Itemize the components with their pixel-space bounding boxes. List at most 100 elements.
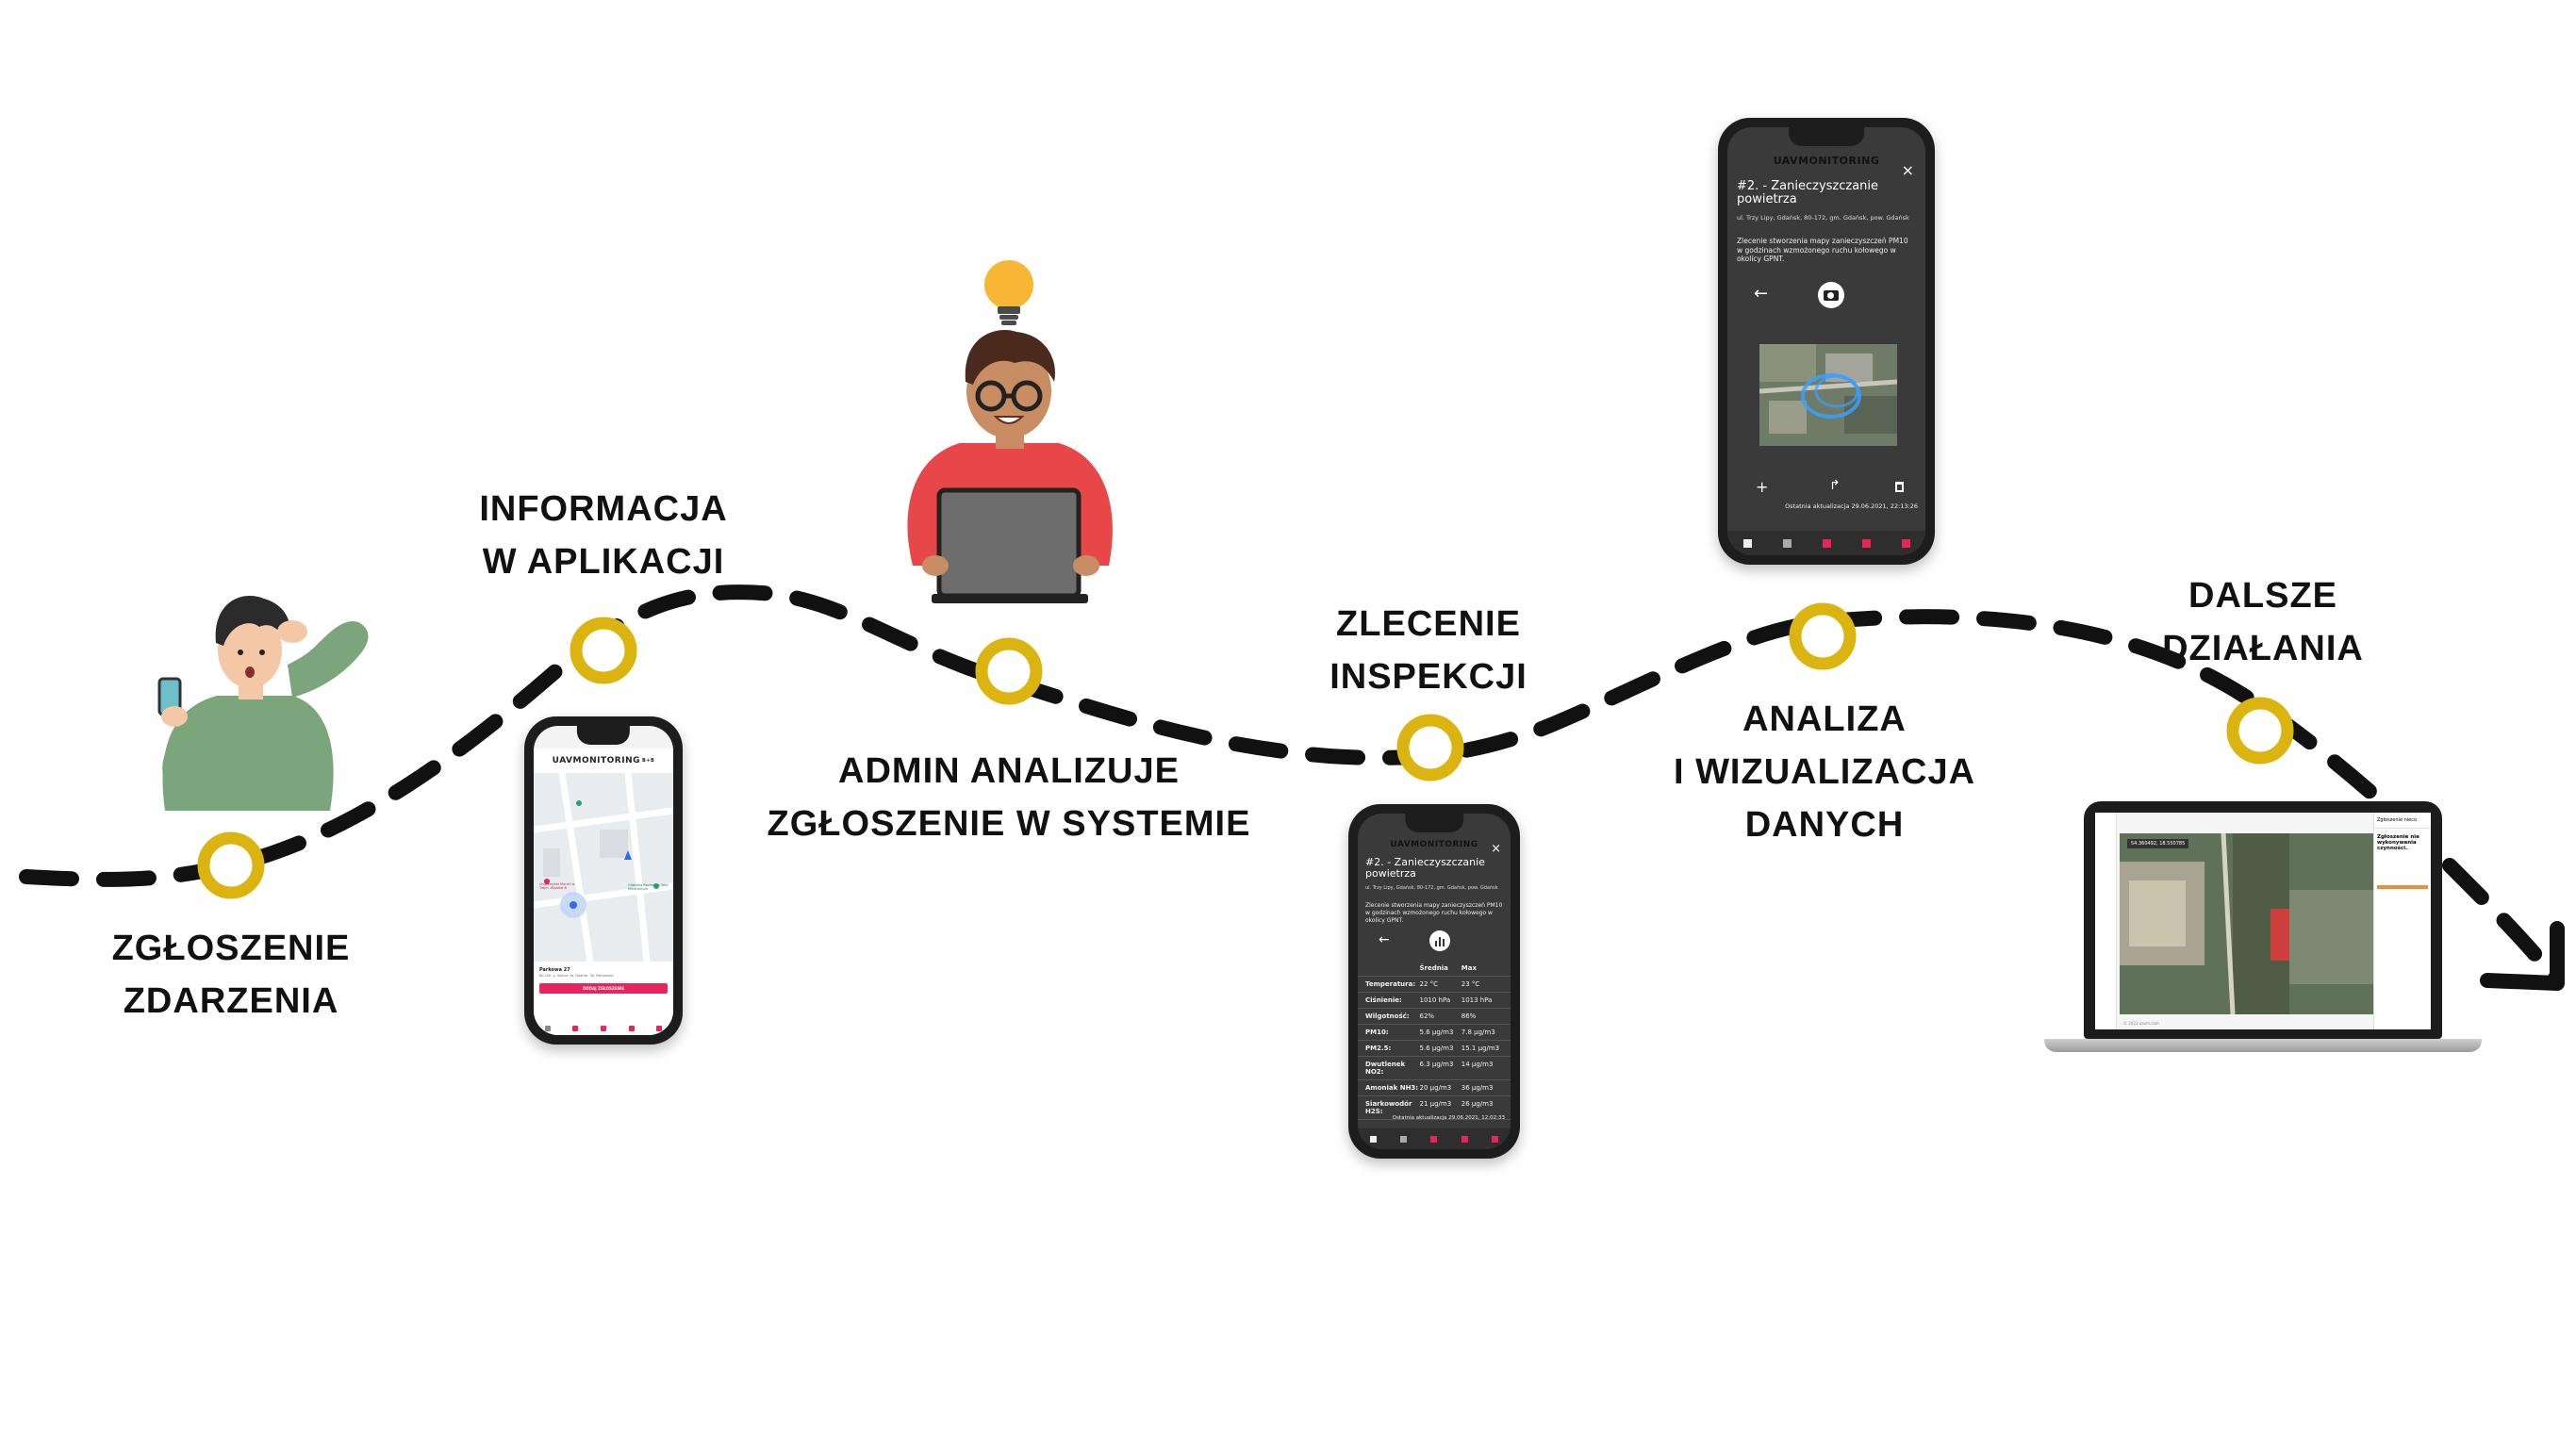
stage-label-line: ZDARZENIA — [123, 981, 339, 1021]
app-logo: UAVMONITORING — [1773, 155, 1880, 167]
coordinates-readout: 54.360492, 18.550785 — [2127, 839, 2189, 848]
table-cell: Temperatura: — [1365, 980, 1416, 988]
stage-marker-dalsze — [2226, 697, 2294, 765]
laptop-base — [2044, 1039, 2482, 1052]
list-tab-icon[interactable] — [1400, 1135, 1408, 1143]
app-phone-analysis: UAVMONITORING × #2. - Zanieczyszczanie p… — [1718, 118, 1935, 565]
poi-pin-icon[interactable] — [544, 879, 550, 884]
table-cell: 5.6 μg/m3 — [1419, 1028, 1454, 1036]
arrow-head-icon — [2480, 921, 2565, 991]
poi-pin-icon[interactable] — [653, 883, 659, 889]
admin-person-illustration — [907, 260, 1113, 603]
footer-text: © 2021 uavm.com — [2123, 1021, 2159, 1026]
table-cell: 1013 hPa — [1461, 996, 1493, 1004]
poi-pin-icon[interactable] — [576, 800, 582, 806]
location-pin-icon[interactable] — [624, 850, 632, 860]
last-updated: Ostatnia aktualizacja 29.06.2021, 22:13:… — [1785, 502, 1918, 510]
table-cell: Amoniak NH3: — [1365, 1084, 1419, 1092]
stage-label-informacja: INFORMACJA W APLIKACJI — [453, 483, 754, 588]
highlighted-area[interactable] — [2271, 909, 2289, 961]
chart-icon[interactable] — [1429, 930, 1450, 951]
table-cell: 21 μg/m3 — [1419, 1100, 1452, 1108]
table-cell: 1010 hPa — [1419, 996, 1451, 1004]
app-logo: UAVMONITORING — [1390, 840, 1478, 849]
map-tab-icon[interactable] — [1369, 1135, 1377, 1143]
close-icon[interactable]: × — [1901, 161, 1914, 179]
stage-label-line: INFORMACJA — [479, 489, 728, 529]
dashboard-details-panel: Zgłoszenie nieco Zgłoszenie nie wykonywa… — [2373, 813, 2431, 1029]
phone-screen: UAVMONITORING B+B Uniwersytet Morski w T… — [534, 726, 673, 1035]
trash-icon[interactable] — [1895, 482, 1904, 492]
drone-tab-icon[interactable] — [1430, 1135, 1438, 1143]
table-header-cell: Średnia — [1419, 964, 1448, 972]
phone-notch — [1789, 127, 1864, 146]
stage-label-line: ANALIZA — [1742, 699, 1907, 739]
stage-label-zlecenie: ZLECENIE INSPEKCJI — [1282, 598, 1575, 703]
settings-tab-icon[interactable] — [628, 1026, 635, 1031]
stage-marker-analiza — [1789, 602, 1857, 670]
stage-label-line: DZIAŁANIA — [2162, 629, 2364, 668]
map-tab-icon[interactable] — [1742, 538, 1752, 548]
map-tab-icon[interactable] — [544, 1026, 551, 1031]
poi-label: Gdańska Rozlewnia Wód Mineralnych — [628, 883, 669, 891]
panel-title: Zgłoszenie nieco — [2374, 813, 2431, 829]
list-tab-icon[interactable] — [572, 1026, 579, 1031]
camera-icon[interactable] — [1818, 282, 1844, 308]
drone-tab-icon[interactable] — [600, 1026, 606, 1031]
list-tab-icon[interactable] — [1782, 538, 1792, 548]
bottom-nav — [1358, 1128, 1511, 1149]
alert-title: Zgłoszenie nie wykonywania czynności. — [2377, 834, 2419, 851]
settings-tab-icon[interactable] — [1461, 1135, 1468, 1143]
settings-tab-icon[interactable] — [1861, 538, 1871, 548]
table-header-cell — [1365, 964, 1420, 972]
profile-tab-icon[interactable] — [656, 1026, 663, 1031]
stage-label-line: W APLIKACJI — [482, 542, 725, 582]
reporting-person-illustration — [157, 596, 369, 811]
close-icon[interactable]: × — [1491, 842, 1501, 856]
table-cell: 36 μg/m3 — [1461, 1084, 1494, 1092]
back-arrow-icon[interactable]: ← — [1379, 932, 1390, 947]
stage-label-admin: ADMIN ANALIZUJE ZGŁOSZENIE W SYSTEMIE — [764, 745, 1254, 850]
table-cell: PM10: — [1365, 1028, 1389, 1036]
map-view[interactable] — [534, 773, 673, 962]
stage-label-dalsze: DALSZE DZIAŁANIA — [2122, 569, 2404, 675]
plus-icon[interactable]: + — [1756, 478, 1769, 496]
profile-tab-icon[interactable] — [1901, 538, 1910, 548]
stage-label-line: ZGŁOSZENIE — [111, 929, 351, 968]
order-description: Zlecenie stworzenia mapy zanieczyszczeń … — [1365, 902, 1503, 924]
table-cell: Ciśnienie: — [1365, 996, 1402, 1004]
satellite-map[interactable] — [2120, 833, 2374, 1014]
back-arrow-icon[interactable]: ← — [1754, 284, 1769, 304]
table-cell: PM2.5: — [1365, 1045, 1392, 1052]
share-icon[interactable]: ↱ — [1829, 478, 1841, 493]
table-cell: 20 μg/m3 — [1419, 1084, 1452, 1092]
profile-tab-icon[interactable] — [1492, 1135, 1499, 1143]
app-phone-inspection-table: UAVMONITORING × #2. - Zanieczyszczanie p… — [1348, 804, 1520, 1159]
stage-label-line: ZLECENIE — [1336, 604, 1521, 644]
dashboard-sidebar — [2095, 813, 2117, 1029]
app-header: UAVMONITORING — [1358, 834, 1511, 851]
stage-label-line: I WIZUALIZACJA — [1673, 752, 1976, 792]
add-report-button[interactable]: DODAJ ZGŁOSZENIE — [539, 983, 668, 994]
bottom-nav — [534, 1022, 673, 1035]
place-bottom-sheet: Parkowa 27 80-100 ul. Słońca 3a, Gdańsk,… — [534, 962, 673, 1022]
aerial-photo[interactable] — [1759, 344, 1897, 446]
order-title: #2. - Zanieczyszczanie powietrza — [1365, 856, 1485, 880]
order-address: ul. Trzy Lipy, Gdańsk, 80-172, gm. Gdańs… — [1737, 214, 1909, 222]
table-header-cell: Max — [1461, 964, 1477, 972]
stage-marker-zlecenie — [1396, 714, 1464, 782]
stage-marker-admin — [975, 637, 1043, 705]
bottom-nav — [1727, 531, 1925, 555]
phone-notch — [1405, 814, 1463, 832]
drone-tab-icon[interactable] — [1822, 538, 1831, 548]
stage-label-line: ADMIN ANALIZUJE — [838, 751, 1180, 791]
stage-label-line: ZGŁOSZENIE W SYSTEMIE — [767, 804, 1251, 844]
table-cell: 5.6 μg/m3 — [1419, 1045, 1454, 1052]
table-cell: 15.1 μg/m3 — [1461, 1045, 1500, 1052]
app-header: UAVMONITORING — [1727, 152, 1925, 169]
stage-label-line: INSPEKCJI — [1329, 657, 1527, 697]
